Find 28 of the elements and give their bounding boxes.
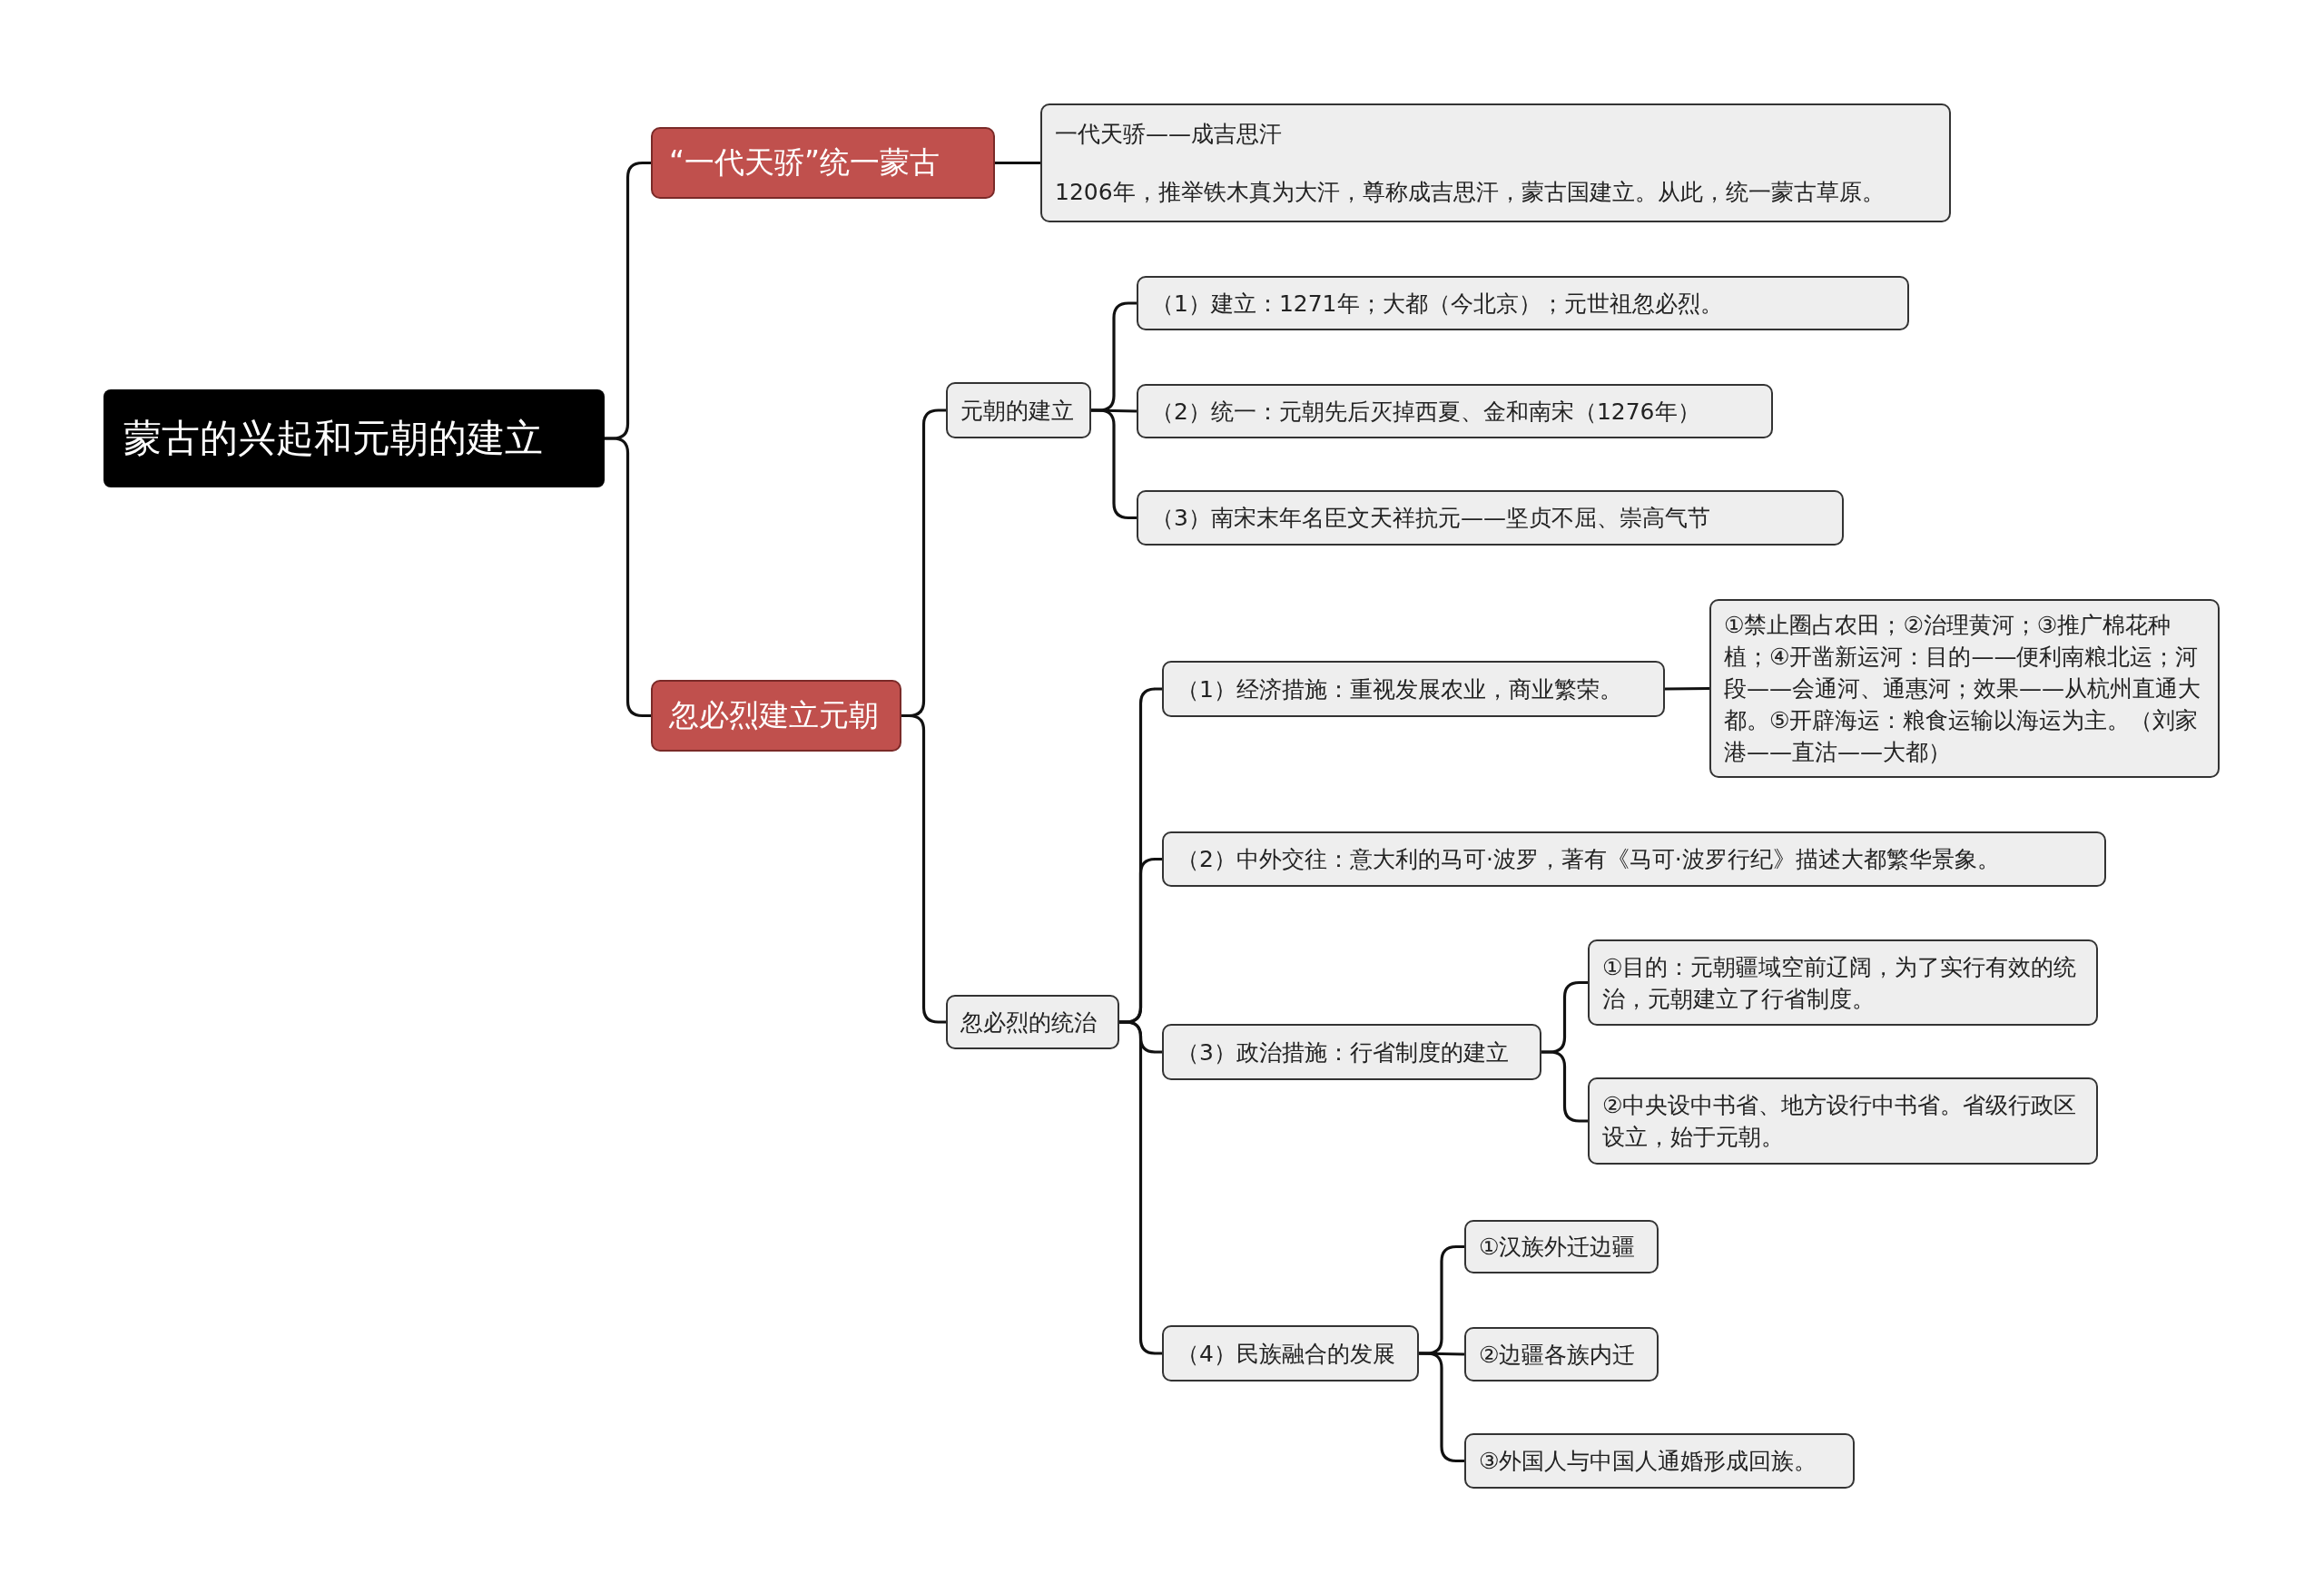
note-heading: 一代天骄——成吉思汗 (1055, 120, 1283, 150)
connector-line (1091, 408, 1137, 520)
subtopic-box: ①目的：元朝疆域空前辽阔，为了实行有效的统治，元朝建立了行省制度。 (1588, 939, 2098, 1026)
connector-line (901, 713, 946, 1024)
connector-line (605, 437, 651, 718)
subtopic-box: 忽必烈的统治 (946, 995, 1119, 1049)
subtopic-box: （4）民族融合的发展 (1162, 1325, 1419, 1382)
note-text: 1206年，推举铁木真为大汗，尊称成吉思汗，蒙古国建立。从此，统一蒙古草原。 (1055, 177, 1886, 207)
subtopic-box: ②边疆各族内迁 (1464, 1327, 1659, 1382)
subtopic-box: （3）南宋末年名臣文天祥抗元——坚贞不屈、崇高气节 (1137, 490, 1844, 546)
connector-line (1665, 686, 1709, 691)
subtopic-box: ①汉族外迁边疆 (1464, 1220, 1659, 1273)
subtopic-box: （3）政治措施：行省制度的建立 (1162, 1024, 1541, 1080)
main-topic-box: “一代天骄”统一蒙古 (651, 127, 995, 199)
subtopic-box: ③外国人与中国人通婚形成回族。 (1464, 1433, 1855, 1489)
subtopic-box: （2）中外交往：意大利的马可·波罗，著有《马可·波罗行纪》描述大都繁华景象。 (1162, 831, 2106, 887)
subtopic-box: （2）统一：元朝先后灭掉西夏、金和南宋（1276年） (1137, 384, 1773, 438)
connector-line (1119, 1020, 1162, 1355)
subtopic-box: 元朝的建立 (946, 382, 1091, 438)
connector-line (995, 161, 1040, 165)
subtopic-box: ①禁止圈占农田；②治理黄河；③推广棉花种植；④开凿新运河：目的——便利南粮北运；河段——会通河、通惠河；效果——从杭州直通大都。⑤开辟海运：粮食运输以海运为主。（刘家港——直沽——大都） (1709, 599, 2220, 778)
subtopic-box: （1）建立：1271年；大都（今北京）；元世祖忽必烈。 (1137, 276, 1909, 330)
subtopic-box: ②中央设中书省、地方设行中书省。省级行政区设立，始于元朝。 (1588, 1077, 2098, 1165)
connector-line (1419, 1352, 1464, 1463)
subtopic-box: （1）经济措施：重视发展农业，商业繁荣。 (1162, 661, 1665, 717)
central-topic-box: 蒙古的兴起和元朝的建立 (103, 389, 605, 487)
note-card (1040, 103, 1951, 222)
main-topic-box: 忽必烈建立元朝 (651, 680, 901, 752)
